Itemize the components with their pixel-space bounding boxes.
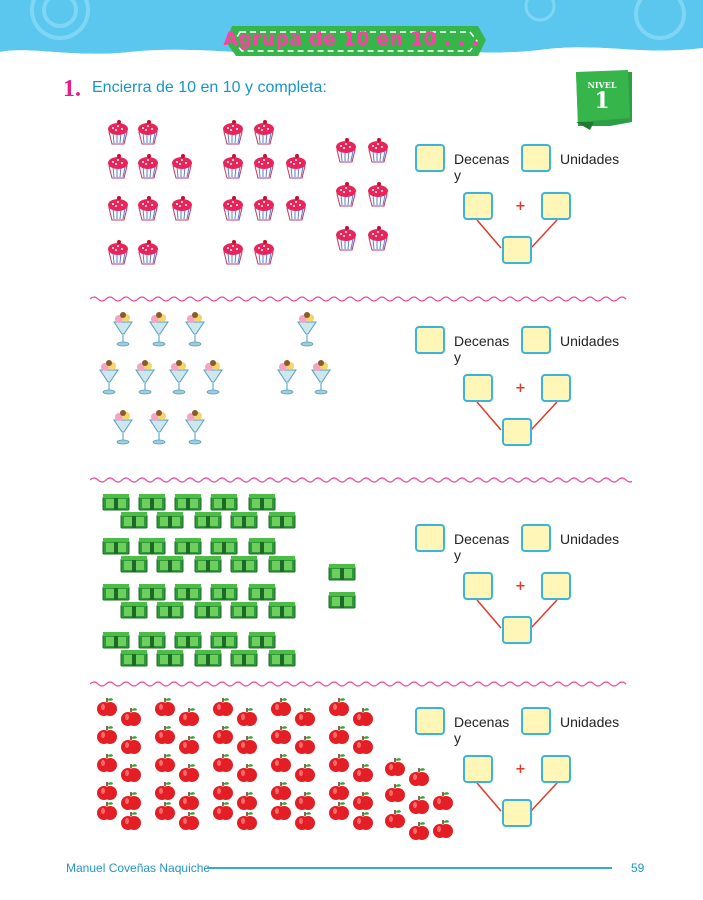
- cupcake-icon: [107, 119, 389, 265]
- unidades-box[interactable]: [521, 524, 551, 552]
- wavy-divider: [90, 296, 627, 302]
- total-box[interactable]: [502, 616, 532, 644]
- total-box[interactable]: [502, 236, 532, 264]
- decenas-label: Decenas y: [454, 151, 510, 183]
- title-banner: [226, 26, 486, 56]
- unidades-box[interactable]: [521, 707, 551, 735]
- unidades-label: Unidades: [560, 531, 620, 547]
- wavy-divider: [90, 477, 632, 483]
- unidades-label: Unidades: [560, 151, 620, 167]
- plus-sign: +: [515, 381, 526, 396]
- plus-sign: +: [515, 762, 526, 777]
- decenas-box[interactable]: [415, 707, 445, 735]
- level-label: NIVEL: [587, 80, 617, 90]
- decenas-label: Decenas y: [454, 714, 510, 746]
- plus-sign: +: [515, 579, 526, 594]
- footer-author: Manuel Coveñas Naquiche: [66, 861, 211, 875]
- decenas-box[interactable]: [415, 326, 445, 354]
- units-addend-box[interactable]: [541, 572, 571, 600]
- tens-addend-box[interactable]: [463, 374, 493, 402]
- total-box[interactable]: [502, 799, 532, 827]
- decomposition-lines: [476, 219, 558, 249]
- unidades-box[interactable]: [521, 326, 551, 354]
- money-bundle-icon: [102, 493, 356, 667]
- units-addend-box[interactable]: [541, 374, 571, 402]
- level-badge: NIVEL 1: [570, 66, 638, 132]
- wavy-divider: [90, 681, 627, 687]
- exercise-number: 1.: [63, 76, 81, 102]
- unidades-label: Unidades: [560, 714, 620, 730]
- tens-addend-box[interactable]: [463, 192, 493, 220]
- decenas-label: Decenas y: [454, 333, 510, 365]
- footer-rule: [207, 867, 612, 869]
- plus-sign: +: [515, 199, 526, 214]
- units-addend-box[interactable]: [541, 755, 571, 783]
- decenas-box[interactable]: [415, 144, 445, 172]
- exercise-instruction: Encierra de 10 en 10 y completa:: [92, 79, 327, 96]
- decomposition-lines: [476, 401, 558, 431]
- decomposition-lines: [476, 782, 558, 812]
- apple-icon: [96, 697, 454, 841]
- decenas-box[interactable]: [415, 524, 445, 552]
- unidades-label: Unidades: [560, 333, 620, 349]
- ice-cream-sundae-icon: [99, 311, 331, 445]
- page-title: Agrupa de 10 en 10 . . .: [223, 28, 480, 50]
- page-number: 59: [631, 861, 645, 875]
- tens-addend-box[interactable]: [463, 572, 493, 600]
- total-box[interactable]: [502, 418, 532, 446]
- level-number: 1: [594, 88, 610, 114]
- units-addend-box[interactable]: [541, 192, 571, 220]
- decomposition-lines: [476, 599, 558, 629]
- decenas-label: Decenas y: [454, 531, 510, 563]
- header-banner: [0, 0, 703, 63]
- tens-addend-box[interactable]: [463, 755, 493, 783]
- unidades-box[interactable]: [521, 144, 551, 172]
